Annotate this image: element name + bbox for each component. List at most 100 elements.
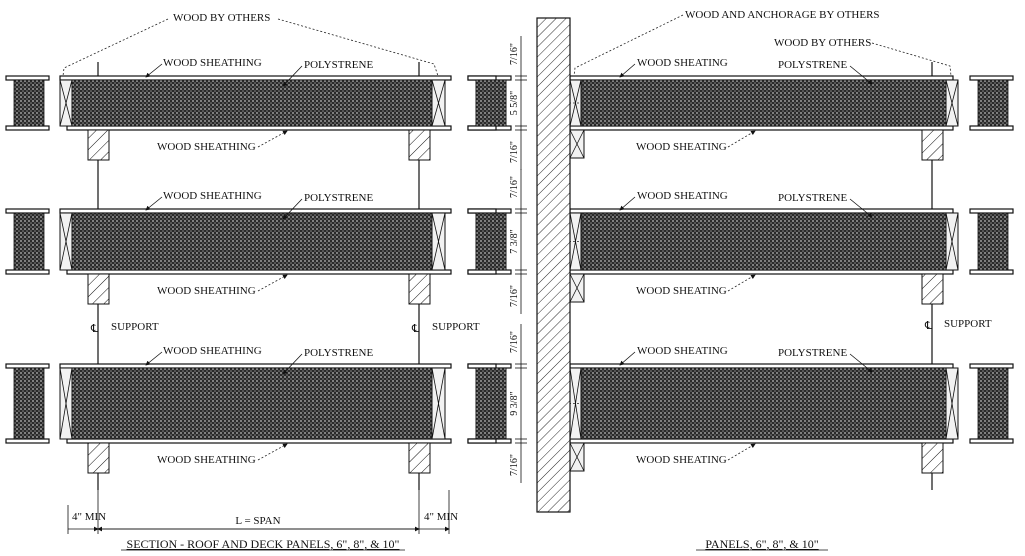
support-post	[921, 273, 944, 305]
support-label: SUPPORT	[944, 318, 992, 330]
left-support-post	[87, 129, 110, 161]
foam-core	[977, 212, 1009, 271]
top-sheathing	[5, 363, 50, 369]
polystyrene-core	[580, 212, 947, 271]
bottom-sheathing-thickness: 7/16"	[509, 141, 520, 163]
left-8-inch-panel: WOOD SHEATHING POLYSTRENE WOOD SHEATHING	[5, 190, 512, 305]
top-sheathing	[59, 208, 452, 214]
adjacent-panel-end	[467, 75, 507, 131]
adjacent-panel-end	[969, 208, 1014, 275]
adjacent-panel-end	[5, 208, 50, 275]
span-dimension: 4" MIN L = SPAN 4" MIN	[67, 478, 458, 534]
foam-core	[475, 367, 507, 440]
wood-block	[431, 367, 446, 440]
cl-support-right: ℄SUPPORT	[411, 321, 480, 335]
bottom-sheathing	[969, 438, 1014, 444]
bottom-sheathing	[569, 125, 954, 131]
top-sheathing	[59, 363, 452, 369]
top-sheathing	[467, 75, 497, 81]
concrete-wall	[536, 17, 571, 513]
polystyrene-core	[71, 79, 433, 127]
wood-sheating-bottom-label: WOOD SHEATING	[636, 141, 727, 153]
bottom-sheathing	[969, 125, 1014, 131]
wood-sheating-top-label: WOOD SHEATING	[637, 57, 728, 69]
polystrene-label: POLYSTRENE	[304, 192, 373, 204]
wood-and-anchorage-leader	[573, 14, 684, 77]
top-sheathing	[969, 208, 1014, 214]
wood-sheathing-top-label: WOOD SHEATHING	[163, 190, 262, 202]
wood-sheating-top-label: WOOD SHEATING	[637, 345, 728, 357]
top-sheathing	[969, 75, 1014, 81]
foam-core	[475, 79, 507, 127]
top-sheathing	[569, 75, 954, 81]
bottom-sheathing	[5, 269, 50, 275]
wood-sheathing-bottom-label: WOOD SHEATHING	[157, 141, 256, 153]
polystrene-label: POLYSTRENE	[778, 192, 847, 204]
centerline-symbol: ℄	[411, 323, 419, 335]
wood-block	[569, 273, 585, 303]
wood-block	[59, 367, 73, 440]
core-thickness: 7 3/8"	[509, 229, 520, 253]
wood-sheathing-top-label: WOOD SHEATHING	[163, 345, 262, 357]
bottom-sheathing-thickness: 7/16"	[509, 454, 520, 476]
right-support-post	[408, 442, 431, 474]
centerline-symbol: ℄	[924, 320, 932, 332]
right-support-post	[408, 273, 431, 305]
top-sheathing	[5, 208, 50, 214]
thickness-dimension: 7/16"7 3/8"7/16"	[509, 169, 527, 314]
wood-sheating-bottom-label: WOOD SHEATING	[636, 454, 727, 466]
left-support-post	[87, 273, 110, 305]
polystrene-label: POLYSTRENE	[778, 59, 847, 71]
adjacent-panel-end	[467, 208, 507, 275]
top-sheathing-thickness: 7/16"	[509, 43, 520, 65]
top-sheathing	[467, 208, 497, 214]
wood-block	[431, 212, 446, 271]
polystrene-label: POLYSTRENE	[304, 59, 373, 71]
bottom-sheathing	[467, 125, 497, 131]
wood-block	[569, 129, 585, 159]
left-min-dimension: 4" MIN	[72, 511, 106, 523]
support-post	[921, 129, 944, 161]
wood-and-anchorage-label: WOOD AND ANCHORAGE BY OTHERS	[685, 9, 880, 21]
right-drawing-title: PANELS, 6", 8", & 10"	[705, 537, 818, 551]
top-sheathing	[59, 75, 452, 81]
foam-core	[977, 367, 1009, 440]
bottom-sheathing	[66, 269, 452, 275]
wood-block	[945, 212, 959, 271]
wood-block	[59, 79, 73, 127]
right-8-inch-panel: 7/16"7 3/8"7/16" WOOD SHEATING POLYSTRENE W…	[467, 169, 1014, 314]
thickness-dimension: 7/16"5 5/8"7/16"	[509, 36, 527, 170]
bottom-sheathing	[66, 125, 452, 131]
wood-sheating-bottom-label: WOOD SHEATING	[636, 285, 727, 297]
polystyrene-core	[71, 212, 433, 271]
wood-sheating-top-label: WOOD SHEATING	[637, 190, 728, 202]
top-sheathing	[569, 363, 954, 369]
wood-by-others-label: WOOD BY OTHERS	[774, 37, 871, 49]
wood-block	[945, 79, 959, 127]
wood-sheathing-bottom-label: WOOD SHEATHING	[157, 285, 256, 297]
bottom-sheathing	[467, 438, 497, 444]
support-post	[921, 442, 944, 474]
left-6-inch-panel: WOOD SHEATHING POLYSTRENE WOOD SHEATHING	[5, 57, 512, 161]
bottom-sheathing	[569, 438, 954, 444]
cl-support: ℄ SUPPORT	[924, 318, 992, 332]
bottom-sheathing	[5, 125, 50, 131]
wood-block	[569, 367, 582, 440]
wood-sheathing-top-label: WOOD SHEATHING	[163, 57, 262, 69]
wood-block	[945, 367, 959, 440]
centerline-symbol: ℄	[90, 323, 98, 335]
top-sheathing	[5, 75, 50, 81]
foam-core	[13, 367, 45, 440]
left-support-post	[87, 442, 110, 474]
wood-sheathing-bottom-label: WOOD SHEATHING	[157, 454, 256, 466]
adjacent-panel-end	[5, 363, 50, 444]
left-section-drawing: WOOD SHEATHING POLYSTRENE WOOD SHEATHING WO…	[5, 12, 512, 490]
foam-core	[977, 79, 1009, 127]
top-sheathing	[969, 363, 1014, 369]
top-sheathing-thickness: 7/16"	[509, 331, 520, 353]
polystyrene-core	[580, 367, 947, 440]
support-label: SUPPORT	[111, 321, 159, 333]
